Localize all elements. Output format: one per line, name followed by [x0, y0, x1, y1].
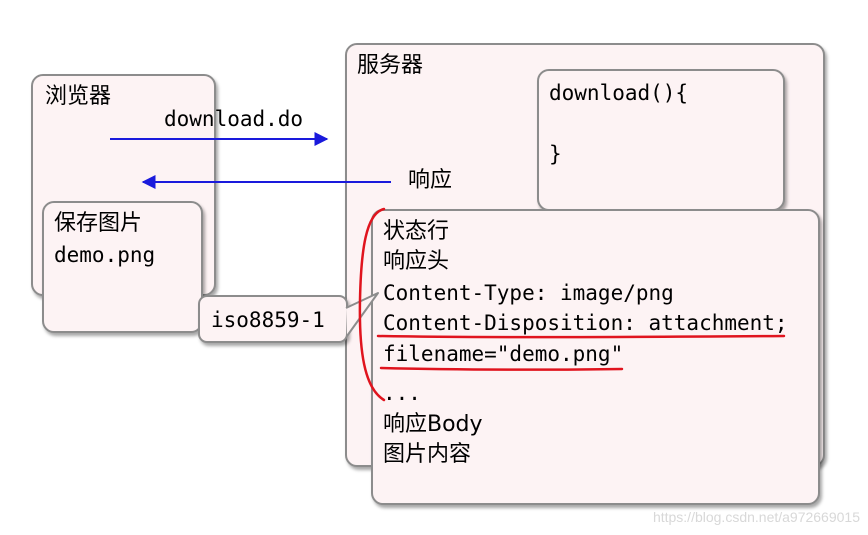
response-status-line: 状态行: [383, 219, 450, 244]
response-body-content: 图片内容: [383, 442, 472, 467]
response-arrow-label: 响应: [408, 168, 453, 193]
save-image-box: [42, 201, 203, 333]
response-content-disposition: Content-Disposition: attachment;: [383, 311, 788, 335]
response-ellipsis: ...: [383, 381, 421, 405]
response-body-label: 响应Body: [383, 412, 483, 437]
code-line-2: }: [549, 142, 562, 166]
response-content-type: Content-Type: image/png: [383, 281, 674, 305]
response-box: [371, 209, 820, 505]
code-box: [537, 69, 785, 211]
code-line-1: download(){: [549, 81, 689, 105]
browser-title: 浏览器: [45, 84, 112, 109]
watermark: https://blog.csdn.net/a972669015: [652, 509, 860, 525]
response-filename: filename="demo.png": [383, 342, 624, 366]
response-headers-label: 响应头: [383, 249, 450, 274]
header-bracket-mark: [358, 207, 386, 402]
content-disposition-underline: [376, 334, 786, 339]
filename-underline: [379, 366, 624, 371]
callout-pointer: [345, 292, 379, 337]
save-image-label: 保存图片: [54, 211, 143, 236]
request-arrow-label: download.do: [164, 107, 304, 131]
save-image-filename: demo.png: [54, 243, 156, 267]
encoding-callout-box: [198, 295, 348, 343]
server-title: 服务器: [357, 53, 424, 78]
encoding-callout-label: iso8859-1: [211, 308, 325, 332]
